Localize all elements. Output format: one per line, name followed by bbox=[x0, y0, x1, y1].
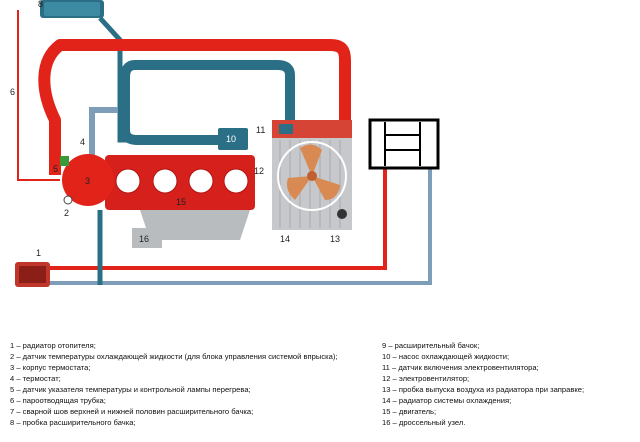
heater-icon bbox=[15, 262, 50, 287]
legend-item: 5 – датчик указателя температуры и контр… bbox=[10, 385, 251, 394]
legend: 1 – радиатор отопителя; 2 – датчик темпе… bbox=[10, 340, 635, 438]
label-8: 8 bbox=[38, 0, 43, 9]
coolant-sensor-icon bbox=[63, 195, 73, 205]
bypass-hose bbox=[89, 107, 118, 160]
cold-return-hose bbox=[120, 60, 295, 145]
cooling-diagram: 10 15 3 16 bbox=[10, 0, 440, 287]
legend-item: 8 – пробка расширительного бачка; bbox=[10, 418, 136, 427]
vapor-tube bbox=[17, 10, 60, 181]
label-6: 6 bbox=[10, 87, 15, 97]
legend-item: 3 – корпус термостата; bbox=[10, 363, 91, 372]
label-15: 15 bbox=[176, 197, 186, 207]
label-4: 4 bbox=[80, 137, 85, 147]
fan-icon bbox=[277, 141, 347, 211]
legend-right-column: 9 – расширительный бачок; 10 – насос охл… bbox=[382, 340, 637, 428]
label-5: 5 bbox=[53, 164, 58, 174]
legend-item: 2 – датчик температуры охлаждающей жидко… bbox=[10, 352, 338, 361]
legend-item: 12 – электровентилятор; bbox=[382, 374, 470, 383]
label-9: 9 bbox=[77, 19, 82, 29]
label-7: 7 bbox=[55, 19, 60, 29]
legend-left-column: 1 – радиатор отопителя; 2 – датчик темпе… bbox=[10, 340, 380, 428]
fan-switch-sensor-icon bbox=[279, 124, 293, 134]
label-3: 3 bbox=[85, 176, 90, 186]
thermostat-icon: 3 bbox=[62, 154, 114, 206]
pump-icon: 10 bbox=[218, 128, 248, 150]
heater-core-schematic-icon bbox=[368, 118, 440, 170]
label-16: 16 bbox=[139, 234, 149, 244]
legend-item: 1 – радиатор отопителя; bbox=[10, 341, 96, 350]
throttle-icon: 16 bbox=[132, 228, 162, 248]
legend-item: 4 – термостат; bbox=[10, 374, 61, 383]
legend-item: 16 – дроссельный узел. bbox=[382, 418, 466, 427]
legend-item: 14 – радиатор системы охлаждения; bbox=[382, 396, 512, 405]
label-11: 11 bbox=[256, 125, 265, 135]
label-10: 10 bbox=[226, 134, 236, 144]
label-14: 14 bbox=[280, 234, 290, 244]
label-13: 13 bbox=[330, 234, 340, 244]
legend-item: 10 – насос охлаждающей жидкости; bbox=[382, 352, 510, 361]
legend-item: 6 – пароотводящая трубка; bbox=[10, 396, 106, 405]
expansion-tank-icon bbox=[40, 0, 104, 18]
sensor-icon bbox=[60, 156, 69, 166]
label-2: 2 bbox=[64, 208, 69, 218]
legend-item: 9 – расширительный бачок; bbox=[382, 341, 480, 350]
legend-item: 11 – датчик включения электровентилятора… bbox=[382, 363, 539, 372]
label-1: 1 bbox=[36, 248, 41, 258]
legend-item: 7 – сварной шов верхней и нижней половин… bbox=[10, 407, 254, 416]
air-bleed-cap-icon bbox=[337, 209, 347, 219]
intake-manifold bbox=[140, 210, 250, 240]
heater-return-hose bbox=[50, 160, 432, 285]
hot-upper-hose bbox=[38, 39, 351, 175]
legend-item: 13 – пробка выпуска воздуха из радиатора… bbox=[382, 385, 585, 394]
legend-item: 15 – двигатель; bbox=[382, 407, 437, 416]
tank-return-pipe bbox=[98, 16, 230, 143]
engine-block: 15 bbox=[105, 155, 255, 240]
label-12: 12 bbox=[254, 166, 264, 176]
